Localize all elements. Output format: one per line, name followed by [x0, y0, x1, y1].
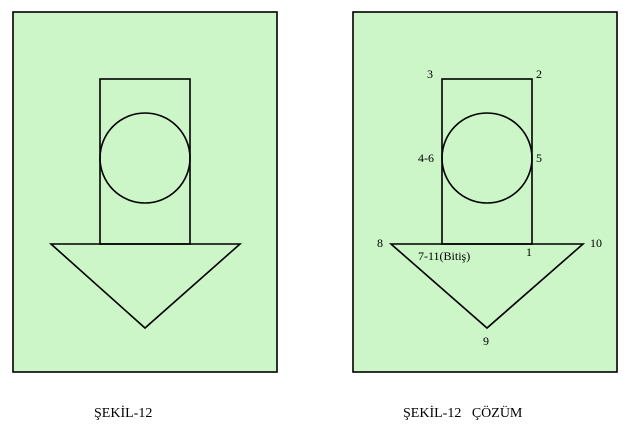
point-label-7-11: 7-11(Bitiş) — [418, 249, 470, 263]
point-label-8: 8 — [377, 236, 383, 250]
right-panel-background — [352, 11, 618, 373]
point-label-4-6: 4-6 — [418, 151, 434, 165]
left-circle — [99, 112, 191, 204]
point-label-2: 2 — [536, 67, 542, 81]
point-label-10: 10 — [590, 236, 602, 250]
point-label-3: 3 — [427, 67, 433, 81]
left-panel-background — [12, 11, 278, 373]
right-circle — [441, 112, 533, 204]
caption-sekil-12-cozum: ŞEKİL-12 ÇÖZÜM — [403, 406, 523, 421]
left-triangle — [48, 243, 243, 330]
caption-sekil-12: ŞEKİL-12 — [94, 406, 153, 421]
point-label-5: 5 — [536, 151, 542, 165]
figure-right: 3 2 4-6 5 8 7-11(Bitiş) 1 10 9 — [352, 11, 618, 373]
point-label-9: 9 — [483, 334, 489, 348]
point-label-1: 1 — [526, 245, 532, 259]
right-triangle — [388, 243, 586, 330]
figure-left — [12, 11, 278, 373]
